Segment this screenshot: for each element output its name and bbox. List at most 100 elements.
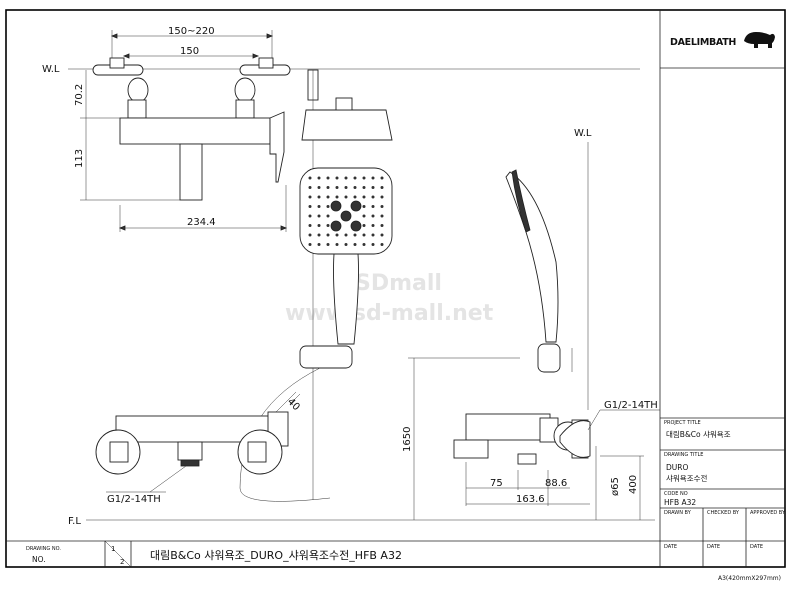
drawing-no-label: DRAWING NO. (26, 546, 61, 552)
faucet-side-view: G1/2-14TH 400 ø65 75 88.6 163.6 (453, 400, 660, 520)
spray-nozzle-dot (326, 233, 330, 237)
spray-nozzle-dot (326, 176, 330, 180)
thread-right-label: G1/2-14TH (604, 400, 658, 411)
shower-side-view: W.L (505, 128, 592, 410)
faucet-front-view: 150~220 150 70.2 113 234.4 (74, 26, 291, 232)
spray-nozzle-dot (362, 195, 366, 199)
wl-left-label: W.L (42, 64, 60, 75)
spray-nozzle-dot (353, 233, 357, 237)
spray-nozzle-dot (353, 195, 357, 199)
spray-nozzle-dot (380, 233, 384, 237)
spray-nozzle-dot (380, 243, 384, 246)
spray-nozzle-dot (317, 186, 321, 189)
spray-nozzle-dot (317, 205, 321, 208)
spray-nozzle-dot (344, 186, 348, 189)
spray-nozzle-dot (380, 176, 384, 180)
spray-nozzle-dot (308, 243, 312, 246)
spray-nozzle-dot (326, 205, 330, 208)
spray-nozzle-dot (317, 243, 321, 246)
date-label-2: DATE (707, 544, 720, 550)
brand-logo: DAELIMBATH (670, 32, 775, 48)
spray-nozzle-dot (308, 233, 312, 237)
spray-nozzle-dot (362, 224, 366, 227)
bottom-bar: DRAWING NO. NO. 1 2 대림B&Co 샤워욕조_DURO_샤워욕… (6, 540, 660, 568)
dim-75: 75 (490, 478, 503, 489)
spray-nozzle-dot (344, 233, 348, 237)
shower-set-front (239, 69, 393, 502)
spray-nozzle-dot (326, 195, 330, 199)
spray-nozzle-dot (326, 224, 330, 227)
spray-nozzle-dot (362, 233, 366, 237)
dim-113: 113 (74, 149, 85, 168)
spray-nozzle-dot (308, 205, 312, 208)
code-no: HFB A32 (664, 498, 696, 507)
spray-nozzle-dot (308, 214, 312, 218)
title-block: DAELIMBATH PROJECT TITLE 대림B&Co 샤워욕조 DRA… (659, 10, 786, 567)
spray-nozzle-dot (308, 176, 312, 180)
spray-nozzle-dot (380, 214, 384, 218)
spray-nozzle-dot (335, 176, 339, 180)
watermark-line1: SDmall (355, 271, 442, 296)
scale-top: 1 (111, 545, 115, 553)
spray-nozzle-dot (353, 186, 357, 189)
spray-nozzle-dot (326, 186, 330, 189)
spray-nozzle-dot (380, 195, 384, 199)
approved-by-label: APPROVED BY (750, 510, 786, 516)
spray-nozzle-dot (362, 205, 366, 208)
spray-nozzle-dot (326, 243, 330, 246)
spray-nozzle-dot (308, 195, 312, 199)
code-no-label: CODE NO (664, 491, 688, 497)
spray-nozzle-dot (326, 214, 330, 218)
project-title-label: PROJECT TITLE (664, 420, 701, 426)
drawn-by-label: DRAWN BY (664, 510, 692, 516)
spray-nozzle-dot (371, 205, 375, 208)
spray-nozzle-dot (344, 195, 348, 199)
spray-nozzle-dot (317, 176, 321, 180)
spray-nozzle-dot (371, 214, 375, 218)
drawing-no: NO. (32, 555, 46, 564)
dim-163-6: 163.6 (516, 494, 545, 505)
spray-nozzle-dot (371, 233, 375, 237)
spray-nozzle-dot (362, 214, 366, 218)
sheet-border (5, 9, 786, 568)
spray-nozzle-dot (308, 224, 312, 227)
logo-text: DAELIMBATH (670, 37, 736, 48)
spray-nozzle-dot (335, 233, 339, 237)
spray-nozzle-dot (353, 243, 357, 246)
fl-label: F.L (68, 516, 81, 527)
drawing-title-line2: 샤워욕조수전 (666, 473, 707, 483)
dim-88-6: 88.6 (545, 478, 567, 489)
dim-400: 400 (628, 475, 639, 494)
bear-logo-icon (744, 32, 775, 48)
watermark-line2: www.sd-mall.net (285, 301, 494, 326)
thread-left-label: G1/2-14TH (107, 494, 161, 505)
spray-nozzle-dot (344, 176, 348, 180)
faucet-plan-view: 40 G1/2-14TH (95, 391, 302, 505)
spray-nozzle-dot (362, 176, 366, 180)
spray-nozzle-dot (371, 195, 375, 199)
bottom-title: 대림B&Co 샤워욕조_DURO_샤워욕조수전_HFB A32 (150, 549, 402, 562)
spray-nozzle-dot (362, 243, 366, 246)
spray-nozzle-dot (380, 224, 384, 227)
spray-nozzle-dot (362, 186, 366, 189)
date-label-1: DATE (664, 544, 677, 550)
spray-nozzle-dot (335, 186, 339, 189)
dim-150-220: 150~220 (168, 26, 215, 37)
dim-70-2: 70.2 (74, 84, 85, 106)
spray-nozzle-dot (380, 186, 384, 189)
spray-nozzle-dot (317, 233, 321, 237)
spray-nozzle-dot (317, 224, 321, 227)
spray-nozzle-dot (371, 243, 375, 246)
spray-nozzle-dot (317, 214, 321, 218)
spray-nozzle-dot (317, 195, 321, 199)
dim-234-4: 234.4 (187, 217, 216, 228)
spray-nozzle-dot (335, 195, 339, 199)
project-title: 대림B&Co 샤워욕조 (666, 429, 731, 439)
spray-nozzle-dot (353, 176, 357, 180)
spray-nozzle-dot (335, 243, 339, 246)
spray-nozzle-dot (371, 224, 375, 227)
drawing-title-label: DRAWING TITLE (664, 452, 703, 458)
dim-40: 40 (285, 396, 302, 413)
spray-dots (308, 176, 384, 246)
